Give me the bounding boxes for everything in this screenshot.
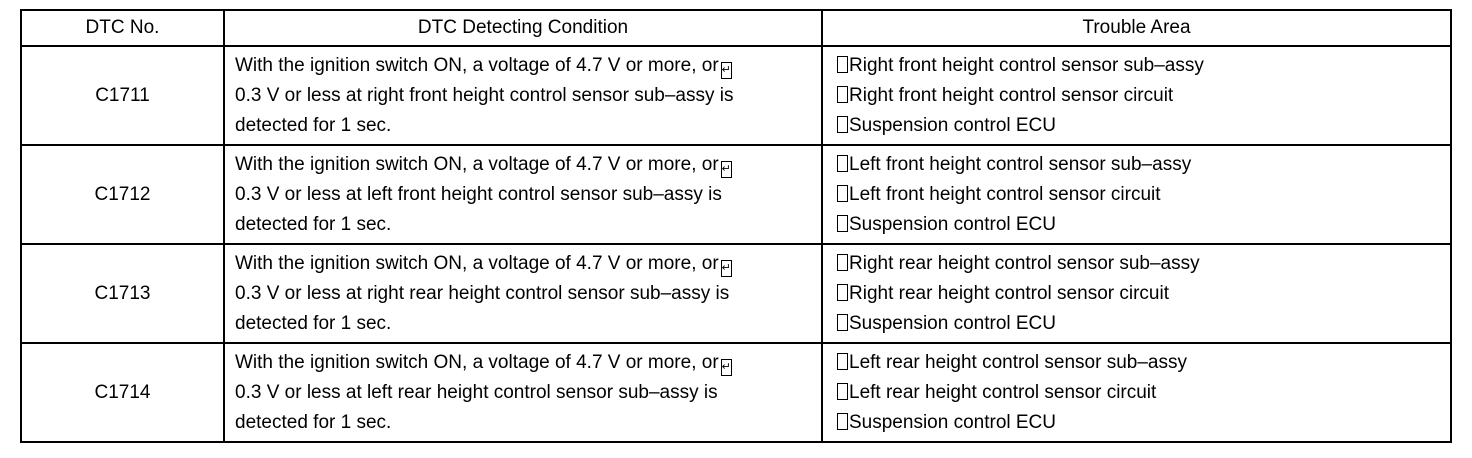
condition-line: 0.3 V or less at right front height cont… [235, 84, 734, 106]
condition-line: With the ignition switch ON, a voltage o… [235, 351, 719, 373]
trouble-area-item: Left rear height control sensor circuit [849, 381, 1157, 403]
dtc-code: C1714 [20, 342, 225, 443]
bullet-icon [837, 412, 848, 430]
bullet-icon [837, 214, 848, 232]
trouble-area-item: Left rear height control sensor sub–assy [849, 351, 1187, 373]
dtc-code: C1711 [20, 45, 225, 146]
line-break-icon: ↵ [720, 259, 732, 277]
table-row: C1711 With the ignition switch ON, a vol… [20, 45, 1452, 146]
bullet-icon [837, 253, 848, 271]
trouble-area-item: Right rear height control sensor sub–ass… [849, 252, 1200, 274]
header-detecting-condition: DTC Detecting Condition [223, 9, 823, 47]
condition-line: 0.3 V or less at left rear height contro… [235, 381, 718, 403]
trouble-area-item: Right front height control sensor circui… [849, 84, 1174, 106]
trouble-area-item: Right front height control sensor sub–as… [849, 54, 1204, 76]
trouble-area-item: Suspension control ECU [849, 213, 1056, 235]
dtc-code: C1712 [20, 144, 225, 245]
condition-line: With the ignition switch ON, a voltage o… [235, 252, 719, 274]
bullet-icon [837, 184, 848, 202]
detecting-condition: With the ignition switch ON, a voltage o… [223, 243, 823, 344]
table-row: C1712 With the ignition switch ON, a vol… [20, 144, 1452, 245]
condition-line: detected for 1 sec. [235, 114, 392, 136]
bullet-icon [837, 313, 848, 331]
detecting-condition: With the ignition switch ON, a voltage o… [223, 342, 823, 443]
condition-line: detected for 1 sec. [235, 213, 392, 235]
bullet-icon [837, 115, 848, 133]
line-break-icon: ↵ [720, 61, 732, 79]
line-break-icon: ↵ [720, 160, 732, 178]
condition-line: With the ignition switch ON, a voltage o… [235, 153, 719, 175]
bullet-icon [837, 55, 848, 73]
header-dtc-no: DTC No. [20, 9, 225, 47]
bullet-icon [837, 382, 848, 400]
trouble-area-item: Suspension control ECU [849, 114, 1056, 136]
trouble-area: Left front height control sensor sub–ass… [821, 144, 1452, 245]
bullet-icon [837, 283, 848, 301]
detecting-condition: With the ignition switch ON, a voltage o… [223, 144, 823, 245]
header-row: DTC No. DTC Detecting Condition Trouble … [20, 9, 1452, 47]
trouble-area: Right rear height control sensor sub–ass… [821, 243, 1452, 344]
condition-line: detected for 1 sec. [235, 312, 392, 334]
trouble-area-item: Suspension control ECU [849, 411, 1056, 433]
trouble-area: Left rear height control sensor sub–assy… [821, 342, 1452, 443]
table-row: C1714 With the ignition switch ON, a vol… [20, 342, 1452, 443]
trouble-area-item: Left front height control sensor sub–ass… [849, 153, 1192, 175]
dtc-table: DTC No. DTC Detecting Condition Trouble … [20, 9, 1452, 443]
table-row: C1713 With the ignition switch ON, a vol… [20, 243, 1452, 344]
condition-line: 0.3 V or less at left front height contr… [235, 183, 722, 205]
trouble-area: Right front height control sensor sub–as… [821, 45, 1452, 146]
bullet-icon [837, 85, 848, 103]
condition-line: With the ignition switch ON, a voltage o… [235, 54, 719, 76]
trouble-area-item: Suspension control ECU [849, 312, 1056, 334]
trouble-area-item: Right rear height control sensor circuit [849, 282, 1169, 304]
bullet-icon [837, 154, 848, 172]
trouble-area-item: Left front height control sensor circuit [849, 183, 1161, 205]
line-break-icon: ↵ [720, 358, 732, 376]
header-trouble-area: Trouble Area [821, 9, 1452, 47]
dtc-code: C1713 [20, 243, 225, 344]
bullet-icon [837, 352, 848, 370]
condition-line: 0.3 V or less at right rear height contr… [235, 282, 730, 304]
condition-line: detected for 1 sec. [235, 411, 392, 433]
detecting-condition: With the ignition switch ON, a voltage o… [223, 45, 823, 146]
